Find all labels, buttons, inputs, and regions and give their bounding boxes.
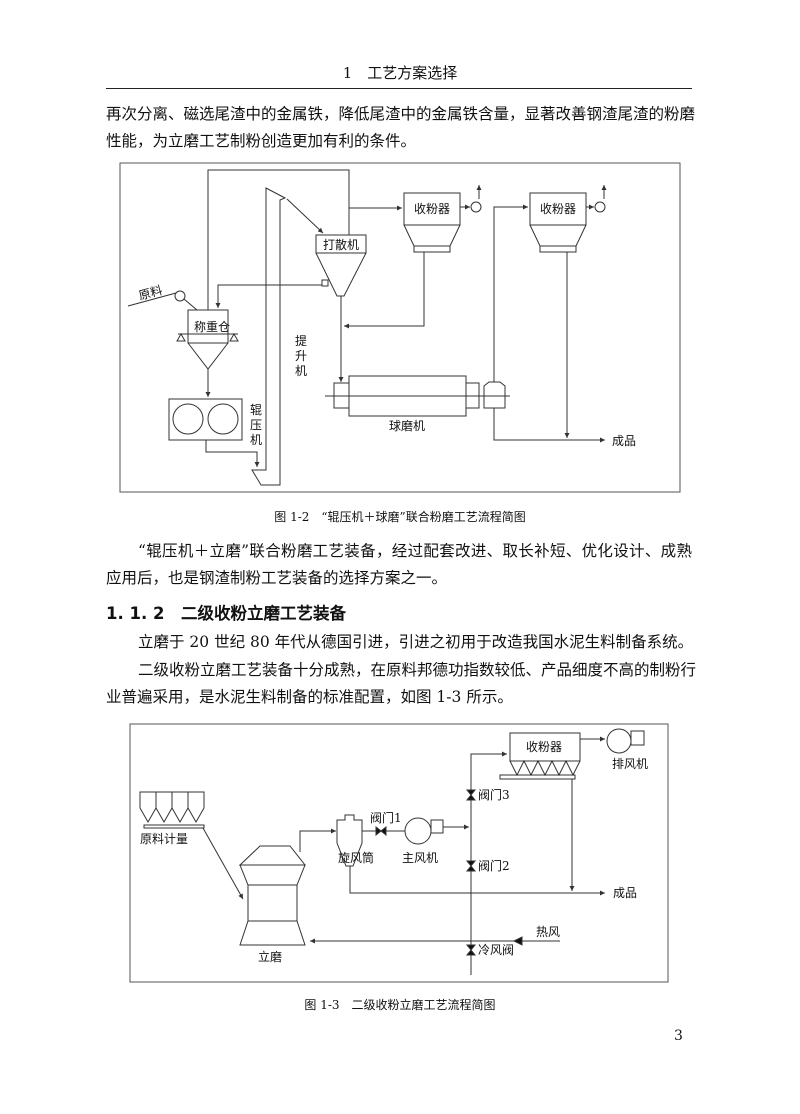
disperser <box>315 234 367 254</box>
valve-icon <box>375 825 387 837</box>
valve-icons <box>465 789 477 956</box>
paragraph-line: 再次分离、磁选尾渣中的金属铁，降低尾渣中的金属铁含量，显著改善钢渣尾渣的粉磨 <box>106 105 696 123</box>
label-ball-mill: 球磨机 <box>389 419 425 433</box>
label-roller: 辊 <box>250 403 262 417</box>
fan-icon <box>594 201 606 213</box>
label-product: 成品 <box>612 434 636 448</box>
collector-1 <box>403 192 461 226</box>
collector-2 <box>529 192 587 226</box>
page-number: 3 <box>674 1028 683 1044</box>
label-raw-metering: 原料计量 <box>140 832 188 846</box>
section-heading: 1. 1. 2 二级收粉立磨工艺装备 <box>106 604 346 623</box>
figure-2-caption: 图 1-3 二级收粉立磨工艺流程简图 <box>304 998 496 1012</box>
label-main-fan: 主风机 <box>402 851 438 865</box>
vertical-mill <box>238 845 307 946</box>
label-roller: 机 <box>250 433 262 447</box>
screw-conveyor <box>499 774 576 780</box>
bag-collector <box>509 732 581 762</box>
header-rule <box>106 88 692 89</box>
label-product: 成品 <box>613 886 637 900</box>
label-exhaust-fan: 排风机 <box>612 757 648 771</box>
label-raw: 原料 <box>137 283 164 303</box>
paragraph-line: “辊压机＋立磨”联合粉磨工艺装备，经过配套改进、取长补短、优化设计、成熟 <box>138 542 692 560</box>
label-collector-1: 收粉器 <box>414 202 450 216</box>
label-cyclone: 旋风筒 <box>338 850 374 865</box>
label-weigh-bin: 称重仓 <box>194 320 230 334</box>
label-hot-air: 热风 <box>536 925 560 939</box>
raw-silos <box>139 791 205 829</box>
raw-conveyor <box>127 292 177 307</box>
label-disperser: 打散机 <box>323 237 359 252</box>
figure-1-caption: 图 1-2 “辊压机＋球磨”联合粉磨工艺流程简图 <box>274 510 526 524</box>
label-vertical-mill: 立磨 <box>258 949 282 964</box>
pulley <box>174 290 186 302</box>
label-valve3: 阀门3 <box>478 787 510 802</box>
paragraph-line: 应用后，也是钢渣制粉工艺装备的选择方案之一。 <box>106 569 448 587</box>
label-collector-2: 收粉器 <box>540 202 576 216</box>
main-fan <box>404 817 432 845</box>
label-valve2: 阀门2 <box>478 858 510 873</box>
label-elevator: 机 <box>295 364 307 378</box>
fan-icon <box>470 201 482 213</box>
running-header: 1 工艺方案选择 <box>342 64 458 82</box>
bucket-elevator <box>251 187 287 486</box>
label-elevator: 升 <box>295 349 307 363</box>
label-valve1: 阀门1 <box>370 810 402 825</box>
paragraph-line: 立磨于 20 世纪 80 年代从德国引进，引进之初用于改造我国水泥生料制备系统。 <box>138 633 694 651</box>
label-roller: 压 <box>250 418 262 432</box>
paragraph-line: 业普遍采用，是水泥生料制备的标准配置，如图 1-3 所示。 <box>106 688 513 706</box>
label-cold-valve: 冷风阀 <box>478 943 514 957</box>
exhaust-fan <box>606 728 632 754</box>
paragraph-line: 二级收粉立磨工艺装备十分成熟，在原料邦德功指数较低、产品细度不高的制粉行 <box>138 661 697 679</box>
cyclone <box>336 814 363 867</box>
label-collector: 收粉器 <box>526 740 562 754</box>
paragraph-line: 性能，为立磨工艺制粉创造更加有利的条件。 <box>106 132 417 150</box>
label-elevator: 提 <box>295 333 307 348</box>
